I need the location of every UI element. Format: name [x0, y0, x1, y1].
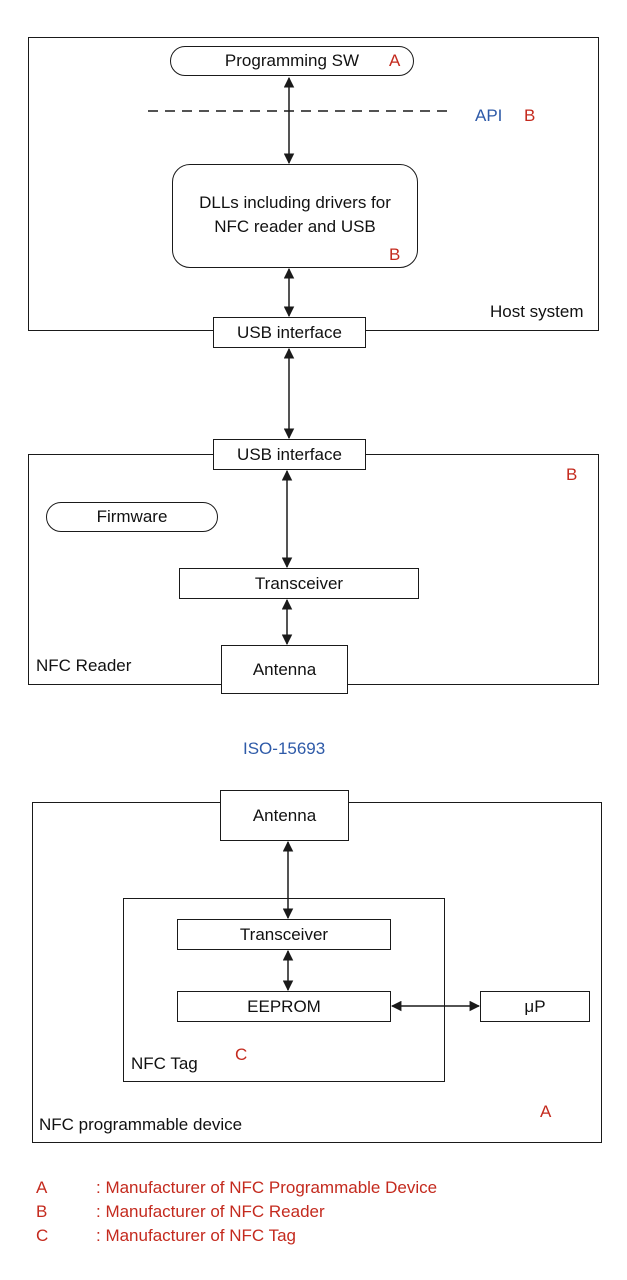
api-label: API — [475, 106, 503, 125]
reader-usb-interface: USB interface — [213, 439, 366, 470]
reader-tag: B — [566, 465, 578, 484]
reader-transceiver: Transceiver — [179, 568, 419, 599]
firmware-box: Firmware — [46, 502, 218, 532]
legend-text: : Manufacturer of NFC Reader — [96, 1202, 325, 1221]
tag-transceiver-label: Transceiver — [239, 924, 329, 944]
nfc-tag-title: NFC Tag — [131, 1054, 198, 1073]
nfc-reader-title: NFC Reader — [36, 656, 132, 675]
legend-key: C — [36, 1226, 49, 1245]
nfc-tag-tag: C — [235, 1045, 248, 1064]
eeprom-label: EEPROM — [247, 996, 321, 1016]
legend-row: B : Manufacturer of NFC Reader — [36, 1202, 596, 1226]
microprocessor-label: μP — [524, 996, 546, 1016]
legend-key: A — [36, 1178, 48, 1197]
nfc-device-title: NFC programmable device — [39, 1115, 243, 1134]
device-antenna: Antenna — [220, 790, 349, 841]
tag-transceiver: Transceiver — [177, 919, 391, 950]
reader-antenna-label: Antenna — [252, 659, 317, 679]
dll-line2: NFC reader and USB — [214, 217, 376, 236]
firmware-label: Firmware — [96, 507, 168, 526]
host-usb-label: USB interface — [237, 322, 342, 342]
microprocessor-box: μP — [480, 991, 590, 1022]
legend: A : Manufacturer of NFC Programmable Dev… — [36, 1178, 596, 1250]
protocol-label: ISO-15693 — [243, 739, 326, 758]
legend-text: : Manufacturer of NFC Tag — [96, 1226, 296, 1245]
host-system-title: Host system — [490, 302, 584, 321]
eeprom-box: EEPROM — [177, 991, 391, 1022]
legend-row: C : Manufacturer of NFC Tag — [36, 1226, 596, 1250]
host-usb-interface: USB interface — [213, 317, 366, 348]
dll-line1: DLLs including drivers for — [199, 193, 391, 212]
programming-sw-box: Programming SW — [170, 46, 414, 76]
dll-box: DLLs including drivers for NFC reader an… — [172, 164, 418, 268]
programming-sw-label: Programming SW — [224, 51, 360, 70]
device-antenna-label: Antenna — [252, 805, 317, 825]
reader-antenna: Antenna — [221, 645, 348, 694]
reader-transceiver-label: Transceiver — [254, 573, 344, 593]
device-tag: A — [540, 1102, 552, 1121]
legend-text: : Manufacturer of NFC Programmable Devic… — [96, 1178, 438, 1197]
legend-key: B — [36, 1202, 48, 1221]
dll-tag: B — [389, 245, 401, 264]
reader-usb-label: USB interface — [237, 444, 342, 464]
api-tag: B — [524, 106, 536, 125]
legend-row: A : Manufacturer of NFC Programmable Dev… — [36, 1178, 596, 1202]
programming-sw-tag: A — [389, 51, 401, 70]
